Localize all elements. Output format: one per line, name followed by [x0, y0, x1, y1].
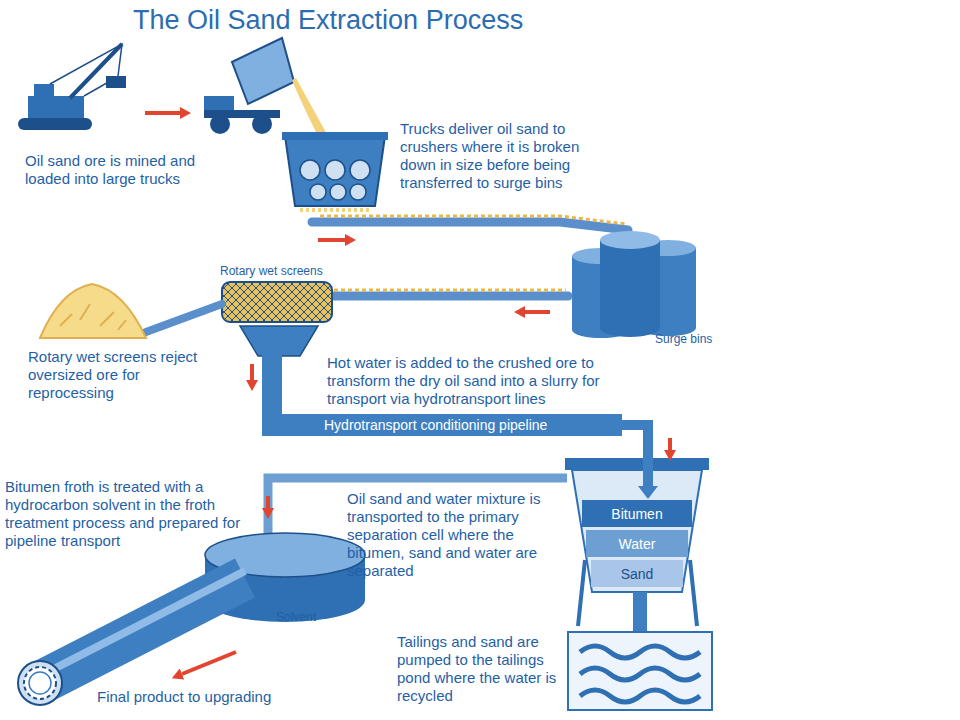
rotary-wet-screen — [40, 282, 332, 356]
pond — [568, 632, 712, 710]
ore-on-belt — [334, 289, 566, 292]
bin — [600, 240, 660, 328]
wave — [580, 690, 700, 702]
tailings-pond — [568, 632, 712, 710]
flow-arrow — [182, 652, 236, 674]
conveyor-belt — [312, 222, 628, 230]
bitumen-layer: Bitumen — [582, 500, 692, 527]
gear — [350, 184, 366, 200]
node-text: Sand — [621, 566, 654, 582]
flow-arrows — [145, 113, 670, 674]
pipeline — [40, 578, 245, 683]
gear — [300, 160, 320, 180]
bucket — [106, 76, 126, 88]
flow-arrow — [266, 496, 270, 508]
falling-ore — [292, 78, 328, 136]
caption: Oil sand and water mixture is transporte… — [347, 490, 562, 580]
diagram-title: The Oil Sand Extraction Process — [133, 4, 523, 36]
caption: Surge bins — [655, 332, 745, 347]
pipeline-band: Hydrotransport conditioning pipeline — [262, 414, 622, 436]
pipeline-ring — [24, 667, 56, 699]
crusher-hopper — [285, 136, 385, 206]
gear — [330, 184, 346, 200]
crusher-rim — [282, 132, 388, 140]
pipe-connector — [622, 425, 648, 486]
node-text: Hydrotransport conditioning pipeline — [324, 417, 547, 433]
reject-pile — [40, 284, 146, 338]
flow-arrow — [318, 238, 345, 242]
wave — [580, 646, 700, 658]
gear — [325, 160, 345, 180]
conveyor — [312, 216, 628, 230]
crusher-gears — [300, 160, 370, 200]
pipeline-end — [18, 661, 62, 705]
water-layer: Water — [586, 530, 688, 557]
reject-conveyor — [146, 304, 222, 332]
gear — [310, 184, 326, 200]
wave — [580, 668, 700, 680]
caption: Final product to upgrading — [97, 688, 327, 706]
track — [18, 118, 92, 130]
flow-arrow — [668, 438, 672, 450]
cell-rim — [565, 458, 709, 470]
cell-body — [572, 470, 702, 592]
crushed-ore — [300, 208, 370, 212]
caption: Rotary wet screens — [220, 264, 360, 279]
caption: Rotary wet screens reject oversized ore … — [28, 348, 200, 402]
tailings-pipe — [633, 592, 647, 632]
screen-hopper — [240, 326, 318, 356]
dump-bed — [232, 38, 294, 104]
surge-bins — [572, 231, 696, 338]
caption: Tailings and sand are pumped to the tail… — [397, 633, 565, 705]
flow-arrow — [525, 310, 550, 314]
wheel — [252, 114, 272, 134]
conveyor-belt — [334, 292, 568, 301]
haul-truck — [204, 38, 328, 136]
flow-arrow — [250, 364, 254, 380]
screen-drum — [222, 282, 332, 322]
ore-on-belt — [320, 216, 626, 224]
node-text: Bitumen — [611, 506, 662, 522]
crusher — [282, 132, 388, 210]
dragline-excavator — [18, 44, 126, 130]
pipeline-highlight — [40, 571, 245, 676]
product-pipeline — [18, 571, 245, 705]
wheel — [210, 114, 230, 134]
cable — [50, 44, 122, 96]
excavator-body — [28, 96, 84, 118]
sand-layer: Sand — [591, 560, 683, 587]
node-text: Water — [619, 536, 656, 552]
gear — [350, 160, 370, 180]
excavator-cab — [34, 84, 54, 98]
pipeline-bore — [29, 672, 51, 694]
caption: Bitumen froth is treated with a hydrocar… — [5, 478, 251, 550]
primary-separation-cell — [565, 458, 709, 632]
caption: Oil sand ore is mined and loaded into la… — [25, 152, 225, 188]
bin-base — [600, 319, 660, 337]
caption: Hot water is added to the crushed ore to… — [327, 354, 622, 408]
bin-top — [600, 231, 660, 249]
caption: Solvent — [276, 610, 346, 625]
pile-texture — [60, 304, 126, 330]
caption: Trucks deliver oil sand to crushers wher… — [400, 120, 605, 192]
conveyor — [334, 290, 568, 296]
flow-arrow — [145, 111, 180, 115]
